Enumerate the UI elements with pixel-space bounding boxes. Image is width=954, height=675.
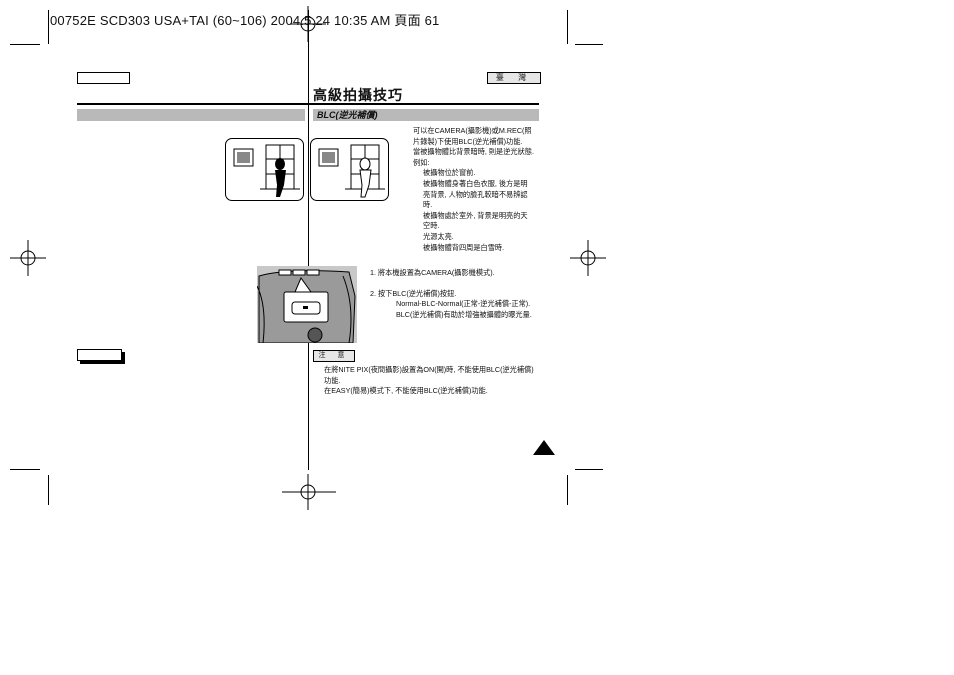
example-line: 被攝物處於室外, 背景是明亮的天: [423, 210, 528, 220]
english-tab: [77, 72, 130, 84]
intro-line: 片錄製)下使用BLC(逆光補償)功能.: [413, 136, 523, 146]
example-line: 時.: [423, 200, 433, 210]
crop-mark: [575, 44, 603, 45]
language-tab: 臺 灣: [487, 72, 541, 84]
example-line: 被攝物位於窗前.: [423, 168, 476, 178]
crop-mark: [48, 10, 49, 44]
intro-text: 可以在CAMERA(攝影機)或M.REC(照 片錄製)下使用BLC(逆光補償)功…: [413, 126, 539, 253]
section-heading: BLC(逆光補償): [313, 109, 539, 121]
crop-mark: [567, 475, 568, 505]
note-line: 在將NITE PIX(夜間攝影)設置為ON(開)時, 不能使用BLC(逆光補償): [324, 365, 534, 374]
intro-line: 可以在CAMERA(攝影機)或M.REC(照: [413, 126, 532, 135]
example-line: 被攝物體身著白色衣服, 後方是明: [423, 178, 528, 188]
backlight-illustration-right: [310, 138, 389, 201]
note-line: 功能.: [324, 375, 341, 385]
fold-line: [308, 10, 309, 470]
camera-button-illustration: [257, 266, 357, 343]
note-tab: 注 意: [313, 350, 355, 362]
next-page-triangle-icon: [533, 440, 555, 455]
step-2: 2. 按下BLC(逆光補償)按鈕.: [370, 288, 457, 298]
example-line: 被攝物體背四周是白雪時.: [423, 242, 505, 252]
example-line: 亮背景, 人物的臉孔較暗不易辨認: [423, 189, 528, 199]
step-2-desc: BLC(逆光補償)有助於增強被攝體的曝光量.: [396, 309, 532, 319]
registration-target-icon: [290, 6, 326, 42]
notes-tab-left: [77, 349, 122, 361]
intro-line: 當被攝物體比背景暗時, 則是逆光狀態.: [413, 147, 534, 157]
example-line: 空時.: [423, 221, 440, 231]
crop-mark: [48, 475, 49, 505]
crop-mark: [575, 469, 603, 470]
note-line: 在EASY(簡易)模式下, 不能使用BLC(逆光補償)功能.: [324, 386, 488, 395]
crop-mark: [10, 44, 40, 45]
crop-mark: [567, 10, 568, 44]
crop-mark: [10, 469, 40, 470]
section-band-left: [77, 109, 305, 121]
print-header: 00752E SCD303 USA+TAI (60~106) 2004.5.24…: [50, 13, 440, 28]
intro-line: 例如:: [413, 157, 430, 167]
step-2-cycle: Normal-BLC-Normal(正常-逆光補償-正常).: [396, 299, 531, 308]
window-scene-icon: [318, 144, 385, 198]
registration-target-icon: [282, 474, 336, 510]
registration-target-icon: [570, 240, 606, 276]
title-rule: [77, 103, 539, 105]
example-line: 光源太亮.: [423, 231, 454, 241]
window-scene-icon: [233, 144, 300, 197]
camcorder-icon: [257, 266, 357, 343]
registration-target-icon: [10, 240, 46, 276]
notes: 在將NITE PIX(夜間攝影)設置為ON(開)時, 不能使用BLC(逆光補償)…: [324, 365, 544, 397]
backlight-illustration-left: [225, 138, 304, 201]
page-title: 高級拍攝技巧: [313, 87, 403, 103]
steps: 1. 將本機設置為CAMERA(攝影機模式). 2. 按下BLC(逆光補償)按鈕…: [370, 268, 542, 320]
step-1: 1. 將本機設置為CAMERA(攝影機模式).: [370, 268, 495, 277]
